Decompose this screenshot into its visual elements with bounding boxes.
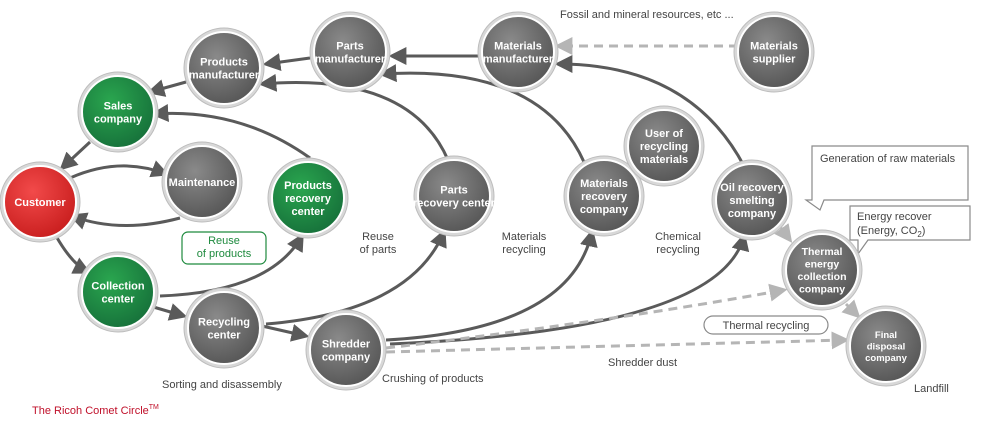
annotation-landfill: Landfill — [914, 383, 949, 395]
arrow-shredder-to-thermal — [385, 283, 788, 350]
arrow-customer-to-collection — [54, 235, 92, 274]
node-sales-company-circle — [81, 75, 155, 149]
node-customer: Customer — [0, 161, 81, 243]
annotation-thermal-recycling: Thermal recycling — [723, 320, 810, 332]
arrow-oil-recovery-to-materials-manufacturer — [554, 55, 746, 167]
arrow-products-manufacturer-to-sales — [146, 79, 187, 97]
arrow-recycling-to-parts-recovery — [265, 228, 447, 326]
arrow-shredder-to-oil-recovery — [389, 232, 750, 346]
callout-raw-materials: Generation of raw materials — [804, 145, 969, 211]
node-final-disposal-company-circle — [849, 309, 923, 383]
node-materials-recovery-company-circle — [567, 159, 641, 233]
node-customer-label: Customer — [14, 197, 66, 209]
arrow-products-recovery-to-sales — [150, 104, 311, 160]
annotations: Fossil and mineral resources, etc ... Re… — [162, 9, 949, 395]
node-materials-manufacturer-circle — [481, 15, 555, 89]
annotation-sorting-disassembly: Sorting and disassembly — [162, 379, 282, 391]
node-customer-circle — [3, 165, 77, 239]
annotation-shredder-dust: Shredder dust — [608, 357, 677, 369]
node-oil-recovery-smelting-company-circle — [715, 163, 789, 237]
node-products-recovery-center-circle — [271, 161, 345, 235]
node-user-of-recycling-materials-circle — [627, 109, 701, 183]
arrow-recycling-to-shredder — [261, 324, 310, 342]
node-maintenance-label: Maintenance — [169, 177, 236, 189]
node-thermal-energy-collection-company-circle — [785, 233, 859, 307]
arrow-collection-to-products-recovery — [159, 232, 304, 298]
callout-energy-recover: Energy recover (Energy, CO2) — [849, 205, 971, 256]
node-recycling-center-circle — [187, 291, 261, 365]
arrow-shredder-to-materials-recovery — [385, 228, 598, 342]
arrow-maintenance-to-customer — [68, 212, 181, 230]
arrow-thermal-to-final — [841, 299, 861, 319]
node-materials-supplier-circle — [737, 15, 811, 89]
arrow-materials-recovery-to-parts-manufacturer — [378, 64, 586, 163]
callout-energy-line2: (Energy, CO2) — [857, 225, 925, 239]
callout-raw-materials-text: Generation of raw materials — [820, 153, 956, 165]
callout-energy-line1: Energy recover — [857, 211, 932, 223]
node-maintenance-circle — [165, 145, 239, 219]
flow-arrows — [54, 37, 861, 354]
node-collection-center-circle — [81, 255, 155, 329]
arrow-parts-recovery-to-products-manufacturer — [258, 73, 450, 161]
node-parts-recovery-center-circle — [417, 159, 491, 233]
arrow-sales-to-customer — [59, 140, 92, 171]
node-shredder-company-circle — [309, 313, 383, 387]
node-maintenance: Maintenance — [161, 141, 243, 223]
arrow-customer-to-maintenance — [69, 160, 170, 180]
node-parts-manufacturer-circle — [313, 15, 387, 89]
thermal-recycling-box: Thermal recycling — [703, 315, 829, 335]
arrow-collection-to-recycling — [149, 303, 188, 321]
annotation-crushing-products: Crushing of products — [382, 373, 484, 385]
arrow-shredder-to-final — [385, 331, 850, 354]
arrow-parts-to-products-manufacturer — [262, 53, 311, 71]
node-products-manufacturer-circle — [187, 31, 261, 105]
footer-title: The Ricoh Comet CircleTM — [32, 404, 159, 417]
annotation-fossil-resources: Fossil and mineral resources, etc ... — [560, 9, 734, 21]
